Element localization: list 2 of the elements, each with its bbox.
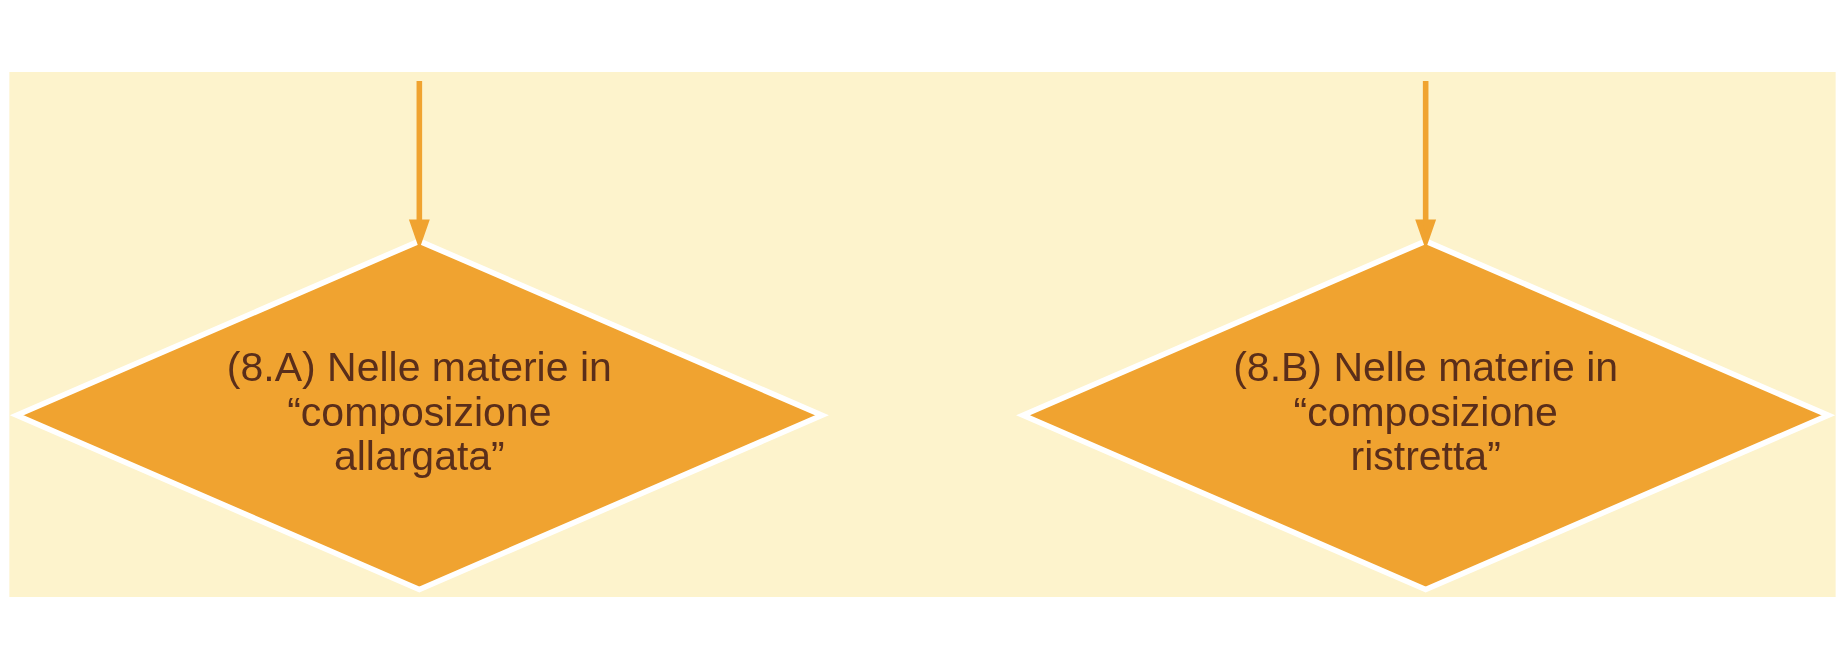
node-diamond: (8.B) Nelle materie in “composizione ristretta” bbox=[1016, 237, 1836, 593]
node-diamond: (8.A) Nelle materie in “composizione allargata” bbox=[9, 237, 829, 593]
